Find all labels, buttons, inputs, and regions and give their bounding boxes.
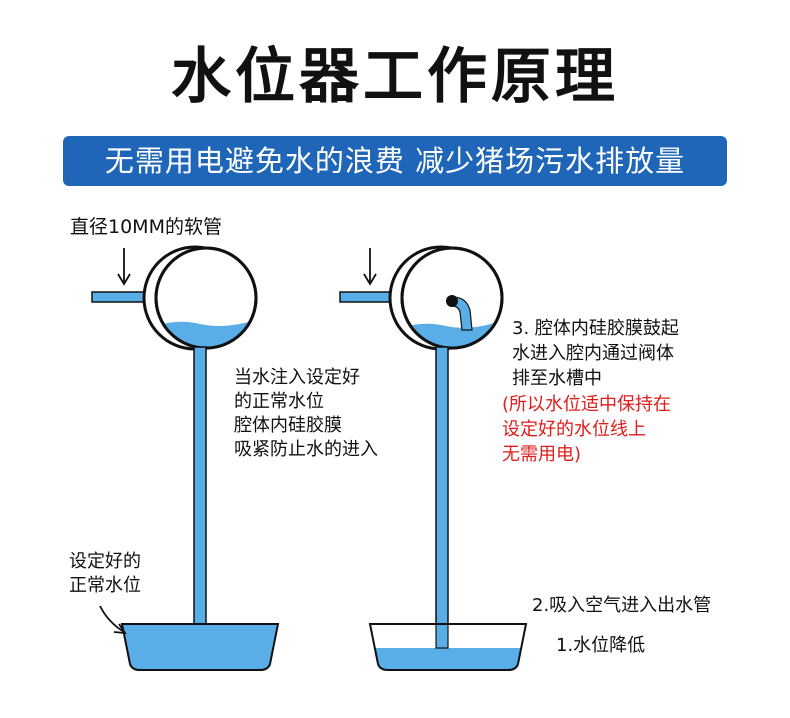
left-desc-line-4: 吸紧防止水的进入	[234, 439, 378, 460]
left-desc-line-2: 的正常水位	[234, 391, 324, 412]
step3-note-line-1: (所以水位适中保持在	[502, 394, 672, 415]
left-arrow-head	[117, 273, 131, 286]
step3-description: 3. 腔体内硅胶膜鼓起 水进入腔内通过阀体 排至水槽中	[512, 316, 679, 391]
left-pipe	[193, 346, 207, 626]
normal-level-line-2: 正常水位	[69, 575, 141, 596]
left-description: 当水注入设定好 的正常水位 腔体内硅胶膜 吸紧防止水的进入	[234, 366, 378, 462]
right-pipe	[435, 346, 449, 626]
right-trough-water	[370, 648, 526, 670]
step3-note: (所以水位适中保持在 设定好的水位线上 无需用电)	[502, 392, 671, 467]
left-level-pointer	[99, 605, 125, 633]
step3-line-2: 水进入腔内通过阀体	[512, 343, 674, 364]
right-arrow-head	[363, 273, 377, 286]
step3-note-line-3: 无需用电)	[502, 444, 582, 465]
left-desc-line-1: 当水注入设定好	[234, 367, 360, 388]
left-chamber-water	[156, 318, 256, 348]
left-trough	[120, 623, 280, 671]
right-nozzle	[446, 295, 458, 307]
banner-text: 无需用电避免水的浪费 减少猪场污水排放量	[104, 144, 686, 178]
normal-level-label: 设定好的 正常水位	[69, 550, 141, 598]
hose-label: 直径10MM的软管	[70, 216, 222, 238]
step3-line-3: 排至水槽中	[512, 368, 602, 389]
right-trough	[368, 623, 528, 671]
step2-label: 2.吸入空气进入出水管	[532, 595, 712, 616]
left-desc-line-3: 腔体内硅胶膜	[234, 415, 342, 436]
step3-note-line-2: 设定好的水位线上	[502, 419, 646, 440]
banner: 无需用电避免水的浪费 减少猪场污水排放量	[63, 136, 727, 186]
right-chamber-water	[402, 318, 502, 348]
step3-line-1: 3. 腔体内硅胶膜鼓起	[512, 318, 679, 339]
normal-level-line-1: 设定好的	[69, 551, 141, 572]
step1-label: 1.水位降低	[556, 635, 646, 656]
page-title: 水位器工作原理	[171, 42, 619, 112]
